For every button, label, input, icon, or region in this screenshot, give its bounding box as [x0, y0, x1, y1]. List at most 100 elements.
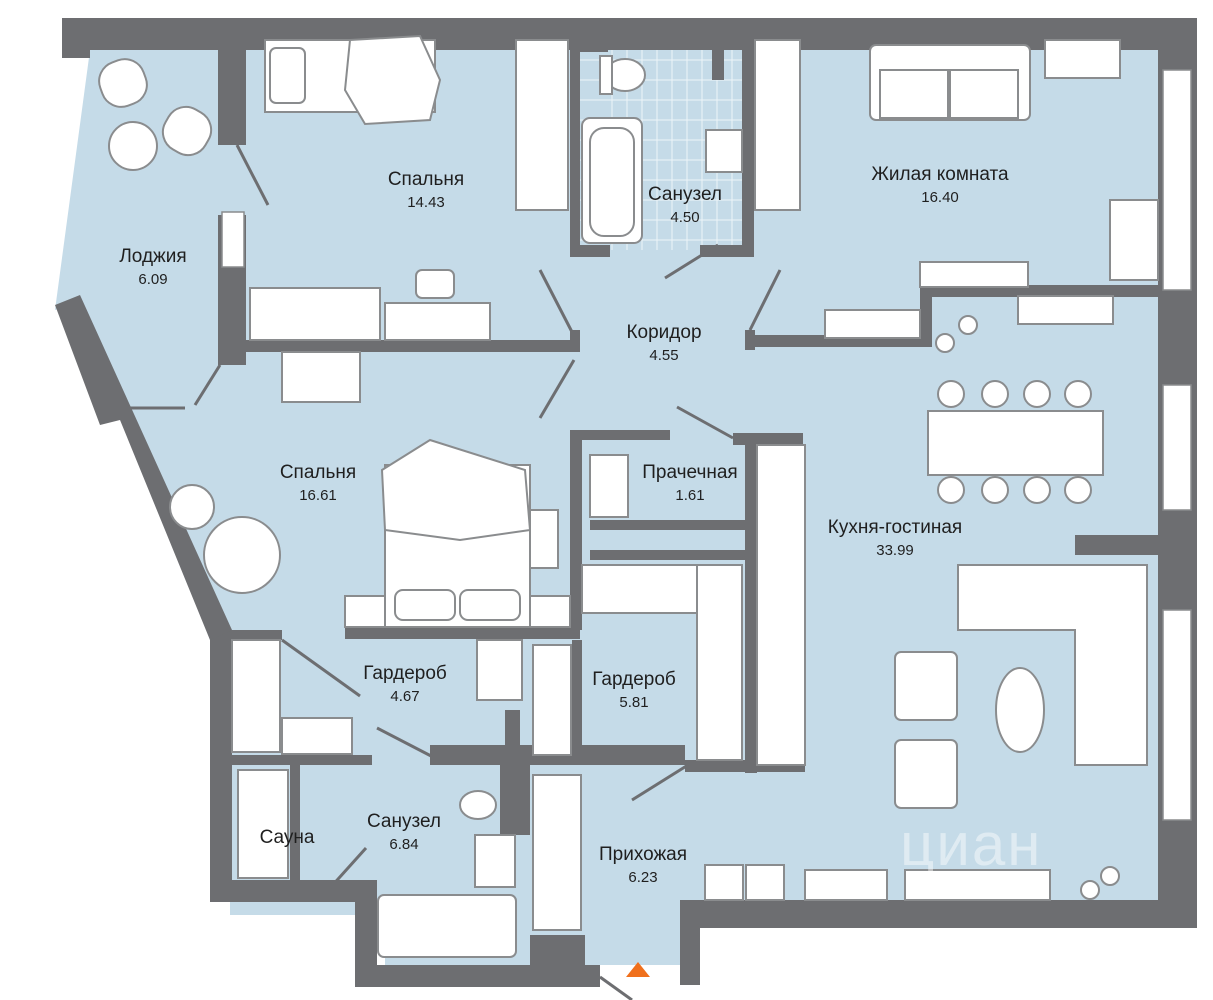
bed-1-blanket: [343, 34, 442, 126]
dining-chair-7: [1023, 476, 1051, 504]
furniture: [98, 34, 1159, 958]
room-area: 33.99: [876, 542, 914, 559]
armchair-bedroom2: [203, 516, 281, 594]
windows: [221, 69, 1192, 821]
desk-bedroom1: [249, 287, 381, 341]
room-name: Лоджия: [119, 246, 187, 267]
tv-stand-living: [919, 261, 1029, 288]
room-area: 1.61: [675, 487, 705, 504]
room-name: Жилая комната: [871, 164, 1009, 185]
bed-1-pillow: [269, 47, 306, 104]
room-label-corridor: Коридор 4.55: [626, 321, 701, 367]
desk-living: [1109, 199, 1159, 281]
wall-left-lower: [210, 630, 232, 902]
window-right-top: [1162, 69, 1192, 291]
dining-chair-6: [981, 476, 1009, 504]
wall-sauna-right: [290, 760, 300, 890]
bed-2-pillow-1: [394, 589, 456, 621]
dining-chair-2: [981, 380, 1009, 408]
dining-chair-8: [1064, 476, 1092, 504]
wall-bedroom-divider: [246, 340, 578, 352]
armchair-2: [894, 739, 958, 809]
wardrobe-1-rack: [476, 639, 523, 701]
wall-corr-left: [570, 40, 580, 255]
room-area: 4.50: [670, 209, 700, 226]
hall-wardrobe: [532, 774, 582, 931]
room-name: Спальня: [279, 462, 357, 483]
coffee-table: [995, 667, 1045, 753]
room-label-kitchen-living: Кухня-гостиная 33.99: [828, 516, 962, 562]
room-label-bedroom-1: Спальня 14.43: [388, 168, 464, 214]
cian-watermark-icon: циан: [900, 811, 1043, 878]
room-area: 16.40: [921, 189, 959, 206]
room-name: Прачечная: [642, 462, 738, 483]
corner-sofa: [957, 564, 1148, 766]
dining-chair-3: [1023, 380, 1051, 408]
wall-bedroom2-bottom: [345, 627, 580, 639]
tv-stand-kitchen: [904, 869, 1051, 901]
wall-corr-mid: [570, 430, 582, 630]
entrance-arrow-icon: [626, 962, 650, 977]
wall-bath1-right: [742, 40, 754, 255]
dining-chair-4: [1064, 380, 1092, 408]
plants: [935, 315, 1120, 900]
wall-laundry-right: [733, 433, 803, 445]
dining-table: [927, 410, 1104, 476]
room-label-wardrobe-1: Гардероб 4.67: [363, 662, 447, 708]
room-area: 4.55: [649, 347, 679, 364]
room-label-sauna: Сауна: [260, 826, 315, 850]
wall-bottom-left: [355, 965, 600, 987]
room-name: Санузел: [366, 811, 442, 832]
wardrobe-living: [754, 39, 801, 211]
wall-wardrobe2-left: [572, 640, 582, 760]
room-name: Санузел: [647, 184, 723, 205]
wardrobe-1-shelves: [231, 639, 281, 753]
wall-sauna-top: [232, 755, 372, 765]
room-area: 6.23: [628, 869, 658, 886]
room-label-wardrobe-2: Гардероб 5.81: [592, 668, 676, 714]
plant-2: [935, 333, 955, 353]
sofa-living-seat-1: [879, 69, 949, 119]
room-name: Сауна: [259, 827, 315, 848]
loggia-table: [108, 121, 158, 171]
room-name: Гардероб: [363, 663, 447, 684]
wall-left-bath: [355, 880, 377, 985]
dining-chair-1: [937, 380, 965, 408]
plant-3: [1100, 866, 1120, 886]
room-label-laundry: Прачечная 1.61: [642, 461, 737, 507]
shelf-living: [1044, 39, 1121, 79]
window-right-mid: [1162, 384, 1192, 511]
wall-laundry-top: [570, 430, 670, 440]
room-label-loggia: Лоджия 6.09: [119, 245, 186, 291]
wall-hall-small: [530, 935, 585, 965]
tv-bedroom1: [384, 302, 491, 341]
wall-diagonal: [55, 295, 232, 640]
window-loggia: [221, 211, 245, 268]
wall-laundry-bottom-2: [590, 550, 745, 560]
wall-living-bottom-step: [920, 285, 932, 347]
armchair-1: [894, 651, 958, 721]
door-swings: [128, 144, 782, 1000]
room-name: Спальня: [387, 169, 465, 190]
plant-4: [1080, 880, 1100, 900]
room-area: 4.67: [390, 688, 420, 705]
wall-door-corr: [570, 330, 580, 352]
room-area: 6.84: [389, 836, 419, 853]
plant-1: [958, 315, 978, 335]
speaker-kitchen: [804, 869, 888, 901]
sauna-bench: [237, 769, 289, 879]
wall-hall-left: [500, 765, 530, 835]
bookshelf-kitchen: [824, 309, 921, 339]
wall-door-living: [745, 330, 755, 350]
hall-shoe-2: [745, 864, 785, 901]
sink-2: [474, 834, 516, 888]
bookshelf-living: [1017, 295, 1114, 325]
room-label-bathroom-2: Санузел 6.84: [367, 810, 441, 856]
room-label-hallway: Прихожая 6.23: [599, 843, 687, 889]
wardrobe-1-drawers: [281, 717, 353, 755]
wall-bathpost: [580, 40, 608, 52]
room-area: 6.09: [138, 271, 168, 288]
room-area: 14.43: [407, 194, 445, 211]
room-name: Коридор: [626, 322, 702, 343]
